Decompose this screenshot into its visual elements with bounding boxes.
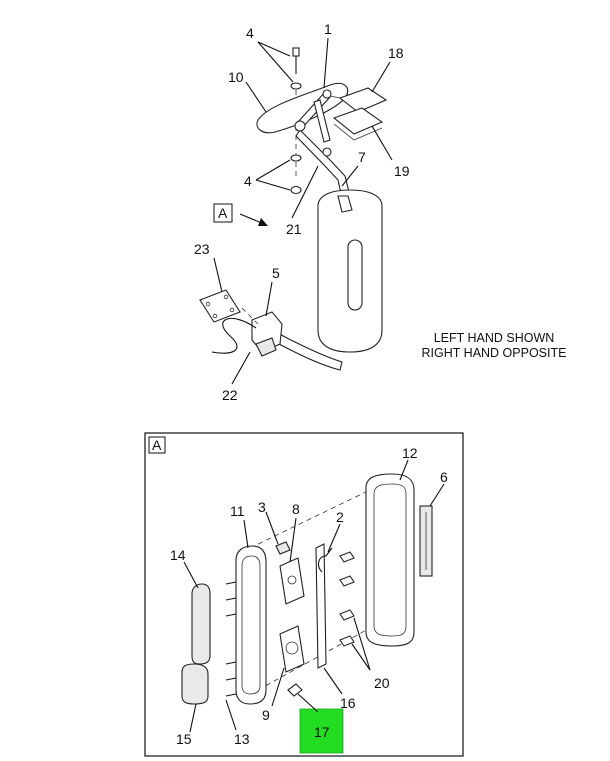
detail-frame xyxy=(144,432,464,757)
callout-11: 11 xyxy=(230,503,245,519)
lower-arm xyxy=(267,329,343,371)
detail-ref-label: A xyxy=(152,437,162,453)
arm-brace xyxy=(313,99,331,143)
upper-mirror-assembly xyxy=(199,47,388,371)
callout-8: 8 xyxy=(292,501,300,517)
callout-15: 15 xyxy=(176,731,192,747)
frame-11 xyxy=(235,545,267,705)
lamp-14 xyxy=(191,583,211,665)
housing-12 xyxy=(365,473,415,647)
highlight-17 xyxy=(299,708,344,754)
upper-callouts: 1 4 10 18 19 7 4 21 23 5 22 A xyxy=(194,21,410,403)
callout-20: 20 xyxy=(374,675,390,691)
note-line-2: RIGHT HAND OPPOSITE xyxy=(422,346,567,360)
bracket-plate-8 xyxy=(279,557,305,605)
view-ref-label: A xyxy=(218,205,228,221)
clip-3 xyxy=(275,541,291,555)
nut xyxy=(290,185,302,195)
callout-14: 14 xyxy=(170,547,186,563)
lens-15 xyxy=(181,663,209,705)
callout-23: 23 xyxy=(194,241,210,257)
mirror-glass-18 xyxy=(338,87,388,113)
callout-13: 13 xyxy=(234,731,250,747)
bulb-17 xyxy=(287,683,303,697)
view-ref-box xyxy=(213,203,233,223)
note-line-1: LEFT HAND SHOWN xyxy=(434,331,555,345)
callout-21: 21 xyxy=(286,221,302,237)
callout-22: 22 xyxy=(222,387,238,403)
callout-17: 17 xyxy=(314,724,330,740)
callout-7: 7 xyxy=(358,149,366,165)
hook-2 xyxy=(317,547,333,573)
callout-2: 2 xyxy=(336,509,344,525)
callout-16: 16 xyxy=(340,695,356,711)
callout-10: 10 xyxy=(228,69,244,85)
clips-20 xyxy=(339,551,355,647)
mirror-window xyxy=(347,239,363,311)
callout-4-top: 4 xyxy=(246,25,254,41)
callout-18: 18 xyxy=(388,45,404,61)
callout-6: 6 xyxy=(440,469,448,485)
washer xyxy=(290,154,302,162)
detail-a: A xyxy=(144,432,464,757)
upper-leaders xyxy=(213,37,393,385)
callout-12: 12 xyxy=(402,445,418,461)
base-mount xyxy=(251,311,283,353)
callout-3: 3 xyxy=(258,499,266,515)
bolt-top xyxy=(290,47,302,90)
bracket-plate-9 xyxy=(279,625,305,673)
mount-plate xyxy=(199,289,241,323)
screws-13 xyxy=(225,581,237,697)
harness-cable xyxy=(211,317,257,354)
callout-4-bottom: 4 xyxy=(244,173,252,189)
callout-1: 1 xyxy=(324,21,332,37)
orientation-note: LEFT HAND SHOWN RIGHT HAND OPPOSITE xyxy=(422,331,567,360)
gasket-16 xyxy=(315,543,327,669)
callout-19: 19 xyxy=(394,163,410,179)
detail-ref-box xyxy=(148,436,166,454)
detail-leaders xyxy=(183,459,445,733)
detail-callouts: 12 6 11 3 8 2 14 20 16 9 15 13 17 xyxy=(170,445,448,747)
callout-5: 5 xyxy=(272,265,280,281)
mirror-glass-19 xyxy=(332,107,384,135)
callout-9: 9 xyxy=(262,707,270,723)
